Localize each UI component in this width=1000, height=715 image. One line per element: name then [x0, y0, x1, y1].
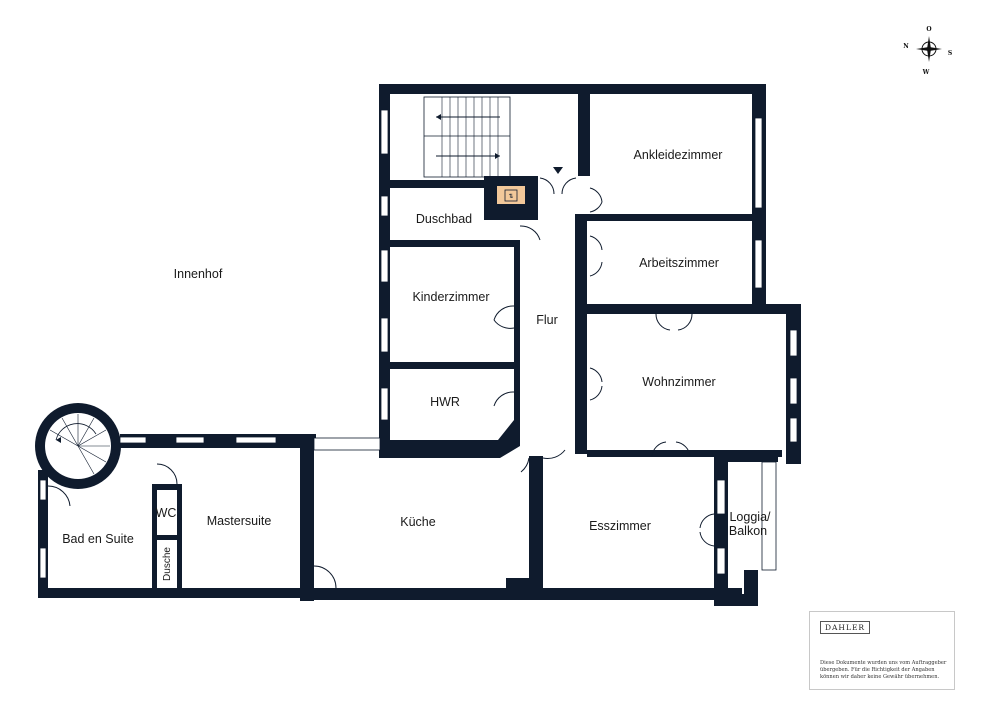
spiral-staircase	[49, 414, 110, 475]
doors	[47, 167, 715, 589]
label-bad-en-suite: Bad en Suite	[62, 532, 134, 546]
disclaimer-box: DAHLER Diese Dokumente wurden uns vom Au…	[809, 611, 955, 690]
disclaimer-text: Diese Dokumente wurden uns vom Auftragge…	[820, 660, 947, 680]
label-flur: Flur	[536, 313, 558, 327]
compass-east-label: O	[926, 26, 931, 33]
label-ankleidezimmer: Ankleidezimmer	[634, 148, 723, 162]
label-dusche: Dusche	[162, 547, 173, 581]
compass-south-label: S	[948, 50, 952, 57]
label-loggia-line2: Balkon	[729, 524, 767, 538]
windows	[39, 109, 798, 579]
compass-north-label: N	[903, 43, 909, 50]
compass-west-label: W	[922, 69, 930, 76]
label-kueche: Küche	[400, 515, 435, 529]
label-innenhof: Innenhof	[174, 267, 223, 281]
brand-logo: DAHLER	[820, 621, 871, 634]
label-arbeitszimmer: Arbeitszimmer	[639, 256, 719, 270]
room-labels: Innenhof Ankleidezimmer Duschbad Arbeits…	[62, 148, 771, 581]
label-kinderzimmer: Kinderzimmer	[412, 290, 489, 304]
label-hwr: HWR	[430, 395, 460, 409]
label-wc: WC	[156, 506, 177, 520]
elevator: ⇅	[497, 186, 525, 204]
compass-rose: O N S W	[903, 26, 952, 76]
label-duschbad: Duschbad	[416, 212, 472, 226]
svg-text:⇅: ⇅	[508, 193, 513, 200]
label-wohnzimmer: Wohnzimmer	[642, 375, 715, 389]
label-esszimmer: Esszimmer	[589, 519, 651, 533]
label-mastersuite: Mastersuite	[207, 514, 272, 528]
label-loggia-line1: Loggia/	[729, 510, 771, 524]
staircase	[423, 96, 511, 178]
